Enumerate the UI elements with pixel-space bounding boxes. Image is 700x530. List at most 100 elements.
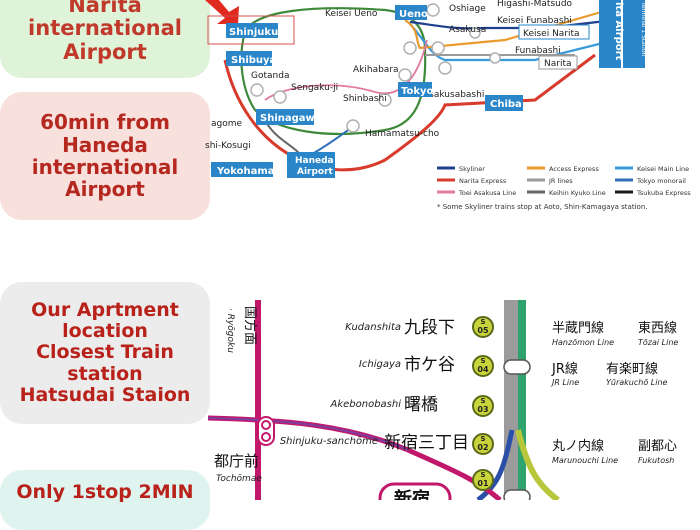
station-keisei-narita: Keisei Narita (523, 29, 580, 39)
station-code-s: S (480, 471, 485, 479)
station-roman: Shinjuku-sanchōme (280, 436, 378, 447)
transfer2-jp: 副都心 (638, 439, 677, 454)
skyliner-line (409, 18, 616, 30)
station-ueno: Ueno (399, 9, 428, 20)
transfer-jp: 半蔵門線 (552, 320, 604, 336)
station-tokyo: Tokyo (401, 86, 434, 97)
station-asakusabashi: Asakusabashi (423, 90, 484, 100)
station-keisei-ueno: Keisei Ueno (325, 9, 378, 19)
direction-en: · Ryōgoku (225, 308, 235, 353)
legend-access-express: Access Express (549, 165, 599, 173)
station-roman: Ichigaya (359, 359, 401, 370)
station-row-03: Akebonobashi 曙橋 S 03 (329, 395, 494, 417)
transfer2-en: Yūrakuchō Line (606, 378, 668, 387)
station-code-n: 04 (477, 365, 489, 374)
station-dot (250, 83, 264, 97)
airport-block-1 (599, 0, 621, 68)
onestop-panel: Only 1stop 2MIN (0, 470, 210, 530)
station-dot (426, 3, 440, 17)
station-row-05: Kudanshita 九段下 S 05 半蔵門線 Hanzōmon Line 東… (345, 316, 678, 347)
legend-asakusa: Toei Asakusa Line (458, 189, 516, 197)
station-jp: 曙橋 (404, 395, 438, 415)
asakusa-line (264, 39, 428, 101)
transfer-jp: 丸ノ内線 (552, 438, 604, 454)
station-code-n: 02 (477, 443, 488, 452)
legend-jr: JR lines (548, 177, 573, 185)
haneda-panel: 60min from Haneda international Airport (0, 92, 210, 220)
station-shinagawa: Shinagawa (260, 113, 322, 124)
legend-keihin: Keihin Kyuko Line (549, 189, 606, 197)
transfer-en: Hanzōmon Line (552, 338, 614, 347)
station-keisei-funabashi: Keisei Funabashi (497, 16, 572, 26)
transfer2-jp: 有楽町線 (606, 361, 658, 377)
station-higashi-matsudo: Higashi-Matsudo (497, 0, 573, 9)
haneda-panel-text: 60min from Haneda international Airport (31, 110, 179, 202)
onestop-panel-text: Only 1stop 2MIN (16, 481, 194, 503)
station-dot (489, 52, 501, 64)
station-code-n: 03 (477, 405, 488, 414)
shinjuku-box (207, 15, 295, 45)
station-dot (403, 41, 417, 55)
station-jp: 新宿三丁目 (384, 433, 469, 453)
legend-keisei-main: Keisei Main Line (637, 165, 689, 173)
station-dot (469, 27, 481, 39)
station-dot (398, 68, 412, 82)
station-narita: Narita (544, 59, 572, 69)
station-shinbashi: Shinbashi (343, 94, 387, 104)
station-jp: 九段下 (404, 318, 455, 338)
station-dot (273, 90, 287, 104)
station-dot (378, 93, 392, 107)
apartment-panel-text: Our Aprtment location Closest Train stat… (19, 298, 191, 406)
station-akihabara: Akihabara (353, 65, 399, 75)
transfer-jp: JR線 (551, 361, 578, 377)
legend-narita-express: Narita Express (459, 177, 507, 185)
station-oshiage: Oshiage (449, 4, 486, 14)
narita-panel-text: Narita international Airport (28, 0, 182, 64)
airport-label-1: ita Airport (613, 2, 624, 60)
access-express-line (404, 6, 616, 50)
station-code-s: S (480, 435, 485, 443)
station-hamamatsucho: Hamamatsu-cho (365, 129, 440, 139)
narita-panel: Narita international Airport (0, 0, 210, 78)
station-row-01: 新宿 S 01 (378, 469, 531, 500)
transfer-en: JR Line (550, 378, 579, 387)
route-map-bottom: 国方面 · Ryōgoku 都庁前 Tochōmae Kudanshita 九段… (208, 300, 678, 500)
station-dot (346, 119, 360, 133)
legend-monorail: Tokyo monorail (636, 177, 686, 185)
jr-loop-line (240, 7, 427, 136)
station-code-n: 05 (477, 326, 489, 335)
airport-block-2 (623, 0, 645, 68)
narita-express-line (223, 53, 596, 172)
legend-note: * Some Skyliner trains stop at Aoto, Shi… (437, 203, 647, 211)
station-code-s: S (480, 397, 485, 405)
station-asakusa: Asakusa (449, 25, 486, 35)
airport-sub-2: Terminal 1 Station (640, 1, 647, 57)
station-code-s: S (480, 318, 485, 326)
tochomae-jp: 都庁前 (214, 452, 259, 470)
station-roman: Akebonobashi (329, 399, 401, 410)
tochomae-en: Tochōmae (216, 474, 262, 484)
station-yokohama: Yokohama (216, 166, 274, 177)
pointer-arrow-icon (205, 0, 239, 24)
station-shibuya: Shibuya (231, 55, 276, 66)
station-haneda: Haneda (295, 156, 334, 166)
station-agome: agome (211, 119, 243, 129)
transfer2-en: Tōzai Line (638, 338, 678, 347)
station-code-n: 01 (477, 479, 489, 488)
station-jp: 新宿 (394, 488, 430, 500)
station-funabashi: Funabashi (515, 46, 561, 56)
route-map-top: Shinjuku Shibuya Gotanda Sengaku-ji Shin… (205, 0, 691, 211)
legend-skyliner: Skyliner (459, 165, 485, 173)
legend-tsukuba: Tsukuba Express (636, 189, 691, 197)
station-kosugi: shi-Kosugi (205, 141, 251, 151)
station-row-04: Ichigaya 市ケ谷 S 04 JR線 JR Line 有楽町線 Yūrak… (359, 355, 668, 387)
transfer-en: Marunouchi Line (552, 456, 618, 465)
station-roman: Kudanshita (345, 322, 401, 333)
station-sengakuji: Sengaku-ji (291, 83, 338, 93)
station-gotanda: Gotanda (251, 71, 289, 81)
legend: Skyliner Access Express Keisei Main Line… (437, 165, 691, 211)
station-dot (438, 61, 452, 75)
direction-jp: 国方面 (242, 306, 258, 345)
station-chiba: Chiba (490, 99, 522, 110)
transfer2-en: Fukutosh (638, 456, 674, 465)
